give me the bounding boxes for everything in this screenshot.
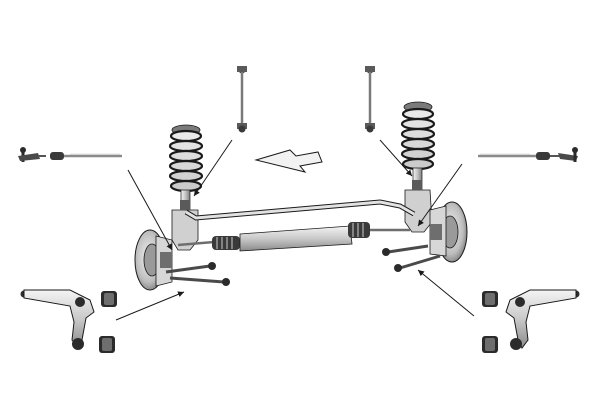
steering-rack bbox=[177, 222, 410, 252]
bushing-right-lower bbox=[482, 336, 498, 353]
leader-arrow-left-arm bbox=[115, 291, 185, 321]
stabilizer-link-right bbox=[365, 66, 375, 133]
brake-disc-right bbox=[429, 201, 468, 263]
control-arm-right bbox=[505, 289, 580, 350]
leader-arrow-right-arm bbox=[417, 269, 475, 317]
control-arm-left bbox=[20, 289, 95, 350]
strut-assembly-right bbox=[400, 101, 436, 233]
coil-spring-right bbox=[400, 107, 436, 171]
coil-spring-left bbox=[168, 129, 204, 193]
direction-arrow-icon bbox=[254, 149, 323, 173]
strut-assembly-left bbox=[168, 124, 204, 251]
bushing-left-upper bbox=[101, 291, 117, 307]
lower-link-left bbox=[165, 262, 230, 286]
leader-arrow-left-tierod bbox=[127, 169, 173, 251]
brake-disc-left bbox=[134, 229, 173, 291]
bushing-right-upper bbox=[482, 291, 498, 307]
leader-arrow-right-tierod bbox=[417, 163, 463, 227]
lower-link-right bbox=[382, 244, 441, 272]
leader-arrow-right-link bbox=[379, 139, 413, 177]
bushing-left-lower bbox=[99, 336, 115, 353]
tie-rod-right bbox=[478, 147, 578, 162]
leader-lines bbox=[115, 139, 475, 321]
leader-arrow-left-link bbox=[193, 139, 233, 197]
tie-rod-left bbox=[18, 147, 122, 162]
stabilizer-bar bbox=[184, 199, 416, 221]
stabilizer-link-left bbox=[237, 66, 247, 133]
